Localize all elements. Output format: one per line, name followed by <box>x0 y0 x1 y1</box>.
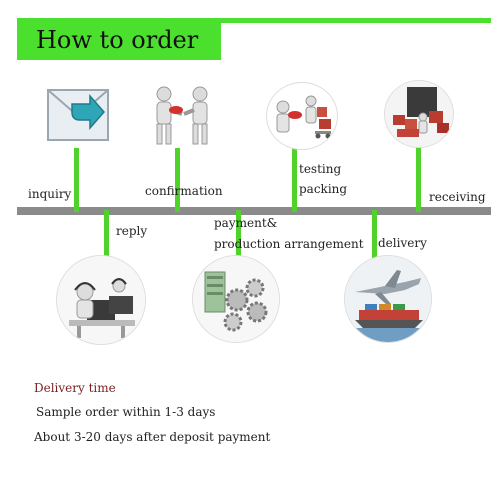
connector-receiving <box>416 142 421 212</box>
connector-payment <box>236 210 241 260</box>
connector-testing <box>292 148 297 212</box>
delivery-note-deposit: About 3-20 days after deposit payment <box>34 430 271 444</box>
header-banner-stripe <box>17 18 491 23</box>
delivery-note-sample: Sample order within 1-3 days <box>36 405 216 419</box>
delivery-time-title: Delivery time <box>34 381 116 395</box>
warehouse-boxes-icon <box>384 80 454 148</box>
airplane-ship-icon <box>344 255 432 343</box>
production-gears-icon <box>192 255 280 343</box>
label-confirmation: confirmation <box>145 184 223 198</box>
call-center-icon <box>56 255 146 345</box>
testing-packing-icon <box>266 82 338 150</box>
label-receiving: receiving <box>429 190 486 204</box>
label-packing: packing <box>299 182 348 196</box>
handshake-icon <box>148 84 216 148</box>
label-inquiry: inquiry <box>28 187 72 201</box>
connector-confirmation <box>175 148 180 212</box>
label-reply: reply <box>116 224 148 238</box>
envelope-icon <box>44 82 112 148</box>
label-testing: testing <box>299 162 342 176</box>
label-payment-line1: payment& <box>214 216 278 230</box>
connector-inquiry <box>74 148 79 212</box>
timeline-bar <box>17 207 491 215</box>
label-payment-line2: production arrangement <box>214 237 364 251</box>
connector-delivery <box>372 210 377 260</box>
connector-reply <box>104 210 109 260</box>
page-title: How to order <box>36 26 199 54</box>
header-banner <box>17 18 221 60</box>
label-delivery: delivery <box>378 236 427 250</box>
